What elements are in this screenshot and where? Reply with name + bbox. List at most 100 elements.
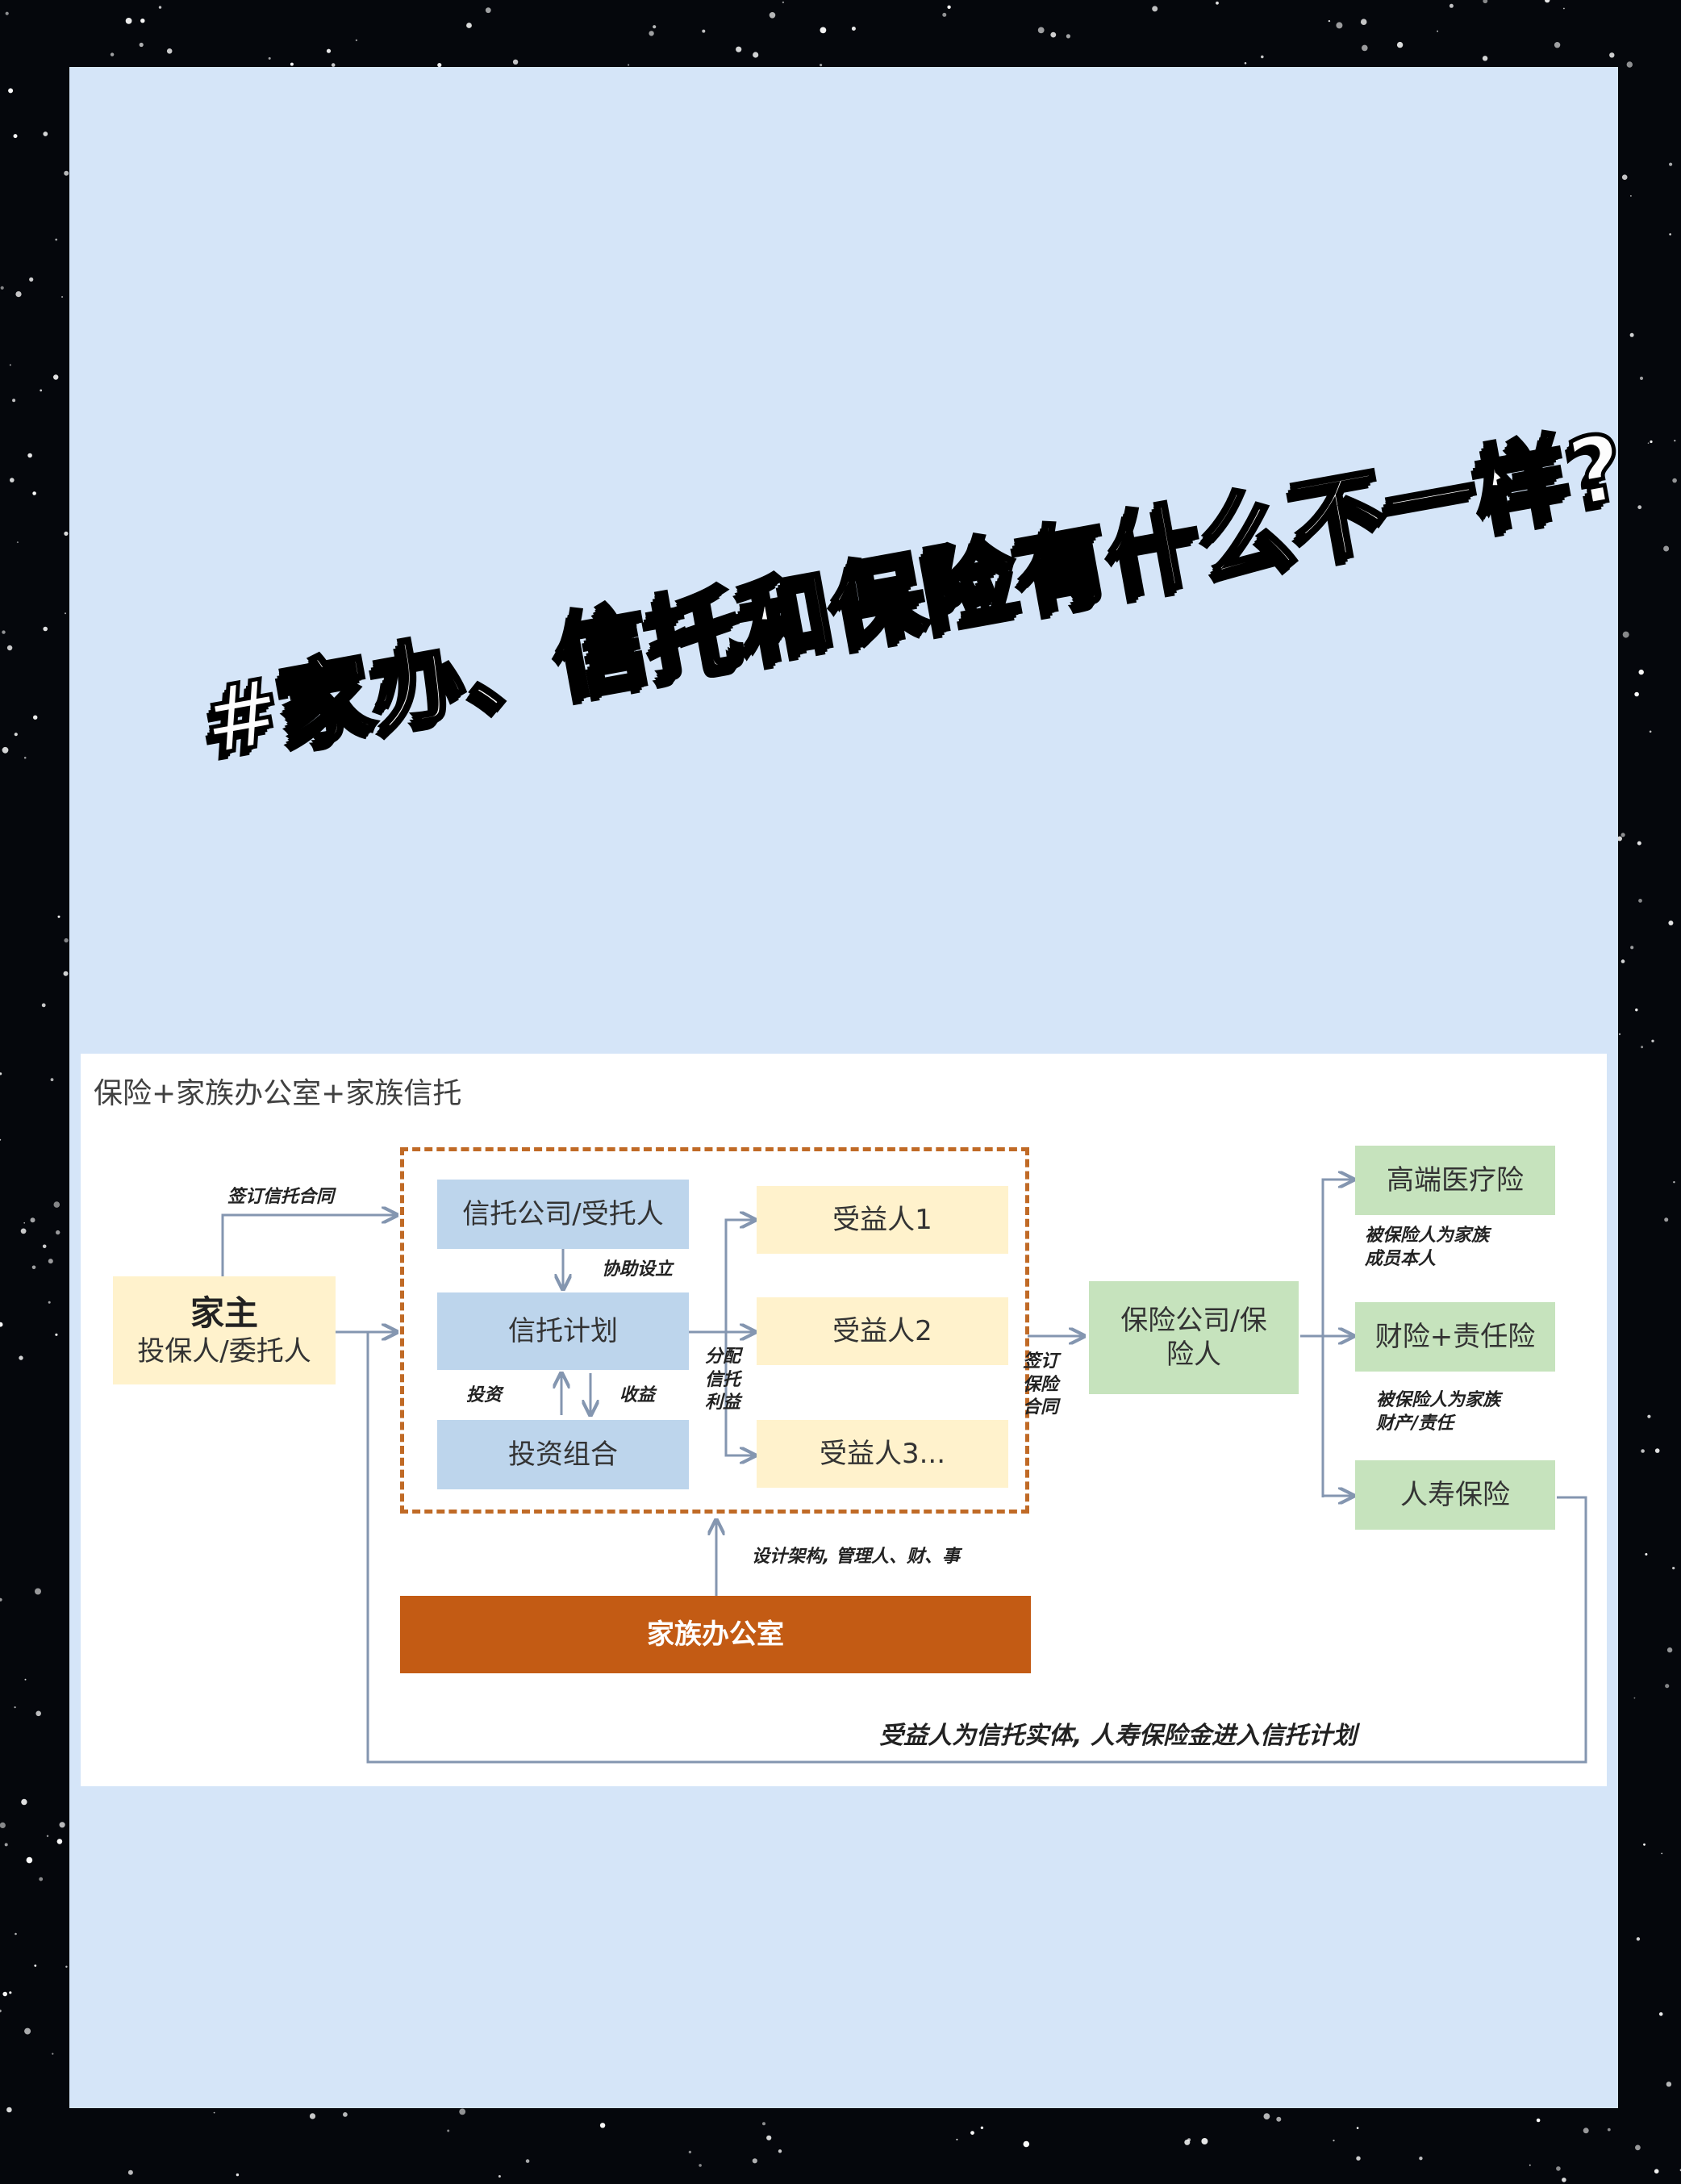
star-speck xyxy=(1649,730,1652,733)
star-speck xyxy=(268,56,271,60)
star-speck xyxy=(46,1835,49,1837)
star-speck xyxy=(21,1798,27,1806)
star-speck xyxy=(1618,1033,1621,1035)
star-speck xyxy=(0,1072,2,1075)
star-speck xyxy=(1666,2082,1672,2087)
star-speck xyxy=(52,2052,54,2055)
star-speck xyxy=(1583,2128,1589,2134)
star-speck xyxy=(1626,61,1633,68)
note-design: 设计架构, 管理人、财、事 xyxy=(752,1547,961,1567)
family-office-box: 家族办公室 xyxy=(400,1596,1031,1673)
star-speck xyxy=(1629,332,1634,337)
star-speck xyxy=(1529,2164,1531,2166)
star-speck xyxy=(32,491,36,495)
star-speck xyxy=(1362,44,1368,52)
star-speck xyxy=(213,2111,215,2114)
beneficiary-2-box: 受益人2 xyxy=(757,1297,1008,1365)
star-speck xyxy=(19,1355,23,1360)
star-speck xyxy=(65,612,66,615)
star-speck xyxy=(31,1265,36,1270)
star-speck xyxy=(512,59,519,65)
star-speck xyxy=(23,1222,26,1224)
star-speck xyxy=(599,2123,606,2128)
star-speck xyxy=(6,2107,12,2113)
star-speck xyxy=(1545,0,1550,3)
star-speck xyxy=(39,1877,44,1881)
arrow-owner-to-trust-company xyxy=(221,1215,397,1276)
note-insured-family-line-2: 成员本人 xyxy=(1365,1248,1437,1269)
star-speck xyxy=(525,2159,530,2163)
star-speck xyxy=(64,170,69,176)
star-speck xyxy=(702,29,706,33)
star-speck xyxy=(1630,946,1634,950)
note-bottom: 受益人为信托实体, 人寿保险金进入信托计划 xyxy=(879,1722,1357,1750)
star-speck xyxy=(778,2149,782,2153)
star-speck xyxy=(50,1078,54,1082)
star-speck xyxy=(752,2158,757,2164)
star-speck xyxy=(1636,1937,1641,1941)
star-speck xyxy=(1356,2156,1361,2161)
star-speck xyxy=(9,364,11,366)
star-speck xyxy=(485,7,491,14)
star-speck xyxy=(23,756,27,759)
note-distribute: 分配 信托 利益 xyxy=(705,1346,740,1415)
star-speck xyxy=(1201,2138,1208,2144)
star-speck xyxy=(1419,2157,1423,2161)
star-speck xyxy=(1263,2113,1270,2120)
star-speck xyxy=(736,46,742,52)
star-speck xyxy=(1276,2116,1282,2122)
star-speck xyxy=(326,48,332,53)
connectors xyxy=(221,1054,1587,1764)
star-speck xyxy=(1633,1697,1636,1699)
owner-subtitle: 投保人/委托人 xyxy=(137,1335,311,1368)
owner-box: 家主 投保人/委托人 xyxy=(113,1276,336,1384)
note-income: 收益 xyxy=(619,1385,656,1405)
star-speck xyxy=(16,541,19,544)
note-sign-insurance: 签订 保险 合同 xyxy=(1023,1351,1058,1420)
note-insured-family: 被保险人为家族 成员本人 xyxy=(1365,1225,1489,1271)
star-speck xyxy=(290,62,294,66)
star-speck xyxy=(0,1597,2,1601)
star-speck xyxy=(1638,899,1642,903)
star-speck xyxy=(970,2131,974,2136)
owner-title: 家主 xyxy=(190,1292,258,1333)
star-speck xyxy=(466,23,472,28)
beneficiary-3-box: 受益人3... xyxy=(757,1420,1008,1488)
star-speck xyxy=(56,1230,60,1235)
star-speck xyxy=(1536,2118,1541,2123)
star-speck xyxy=(753,52,759,58)
star-speck xyxy=(0,286,4,290)
star-speck xyxy=(1668,921,1674,925)
star-speck xyxy=(1482,56,1488,61)
star-speck xyxy=(1674,440,1676,442)
star-speck xyxy=(1621,833,1625,837)
star-speck xyxy=(1672,478,1677,483)
star-speck xyxy=(27,453,32,458)
star-speck xyxy=(1635,1008,1638,1012)
star-speck xyxy=(1261,55,1264,59)
star-speck xyxy=(30,1217,35,1223)
star-speck xyxy=(1187,2138,1191,2142)
beneficiary-1-box: 受益人1 xyxy=(757,1186,1008,1254)
star-speck xyxy=(48,1301,51,1304)
star-speck xyxy=(437,63,442,68)
diagram: 保险+家族办公室+家族信托 家主 投保人/委 xyxy=(81,1054,1607,1786)
star-speck xyxy=(1650,440,1653,444)
star-speck xyxy=(140,19,145,23)
star-speck xyxy=(0,2009,2,2013)
star-speck xyxy=(1673,1181,1675,1184)
star-speck xyxy=(1437,30,1438,32)
star-speck xyxy=(1630,195,1632,197)
note-distribute-line-1: 分配 xyxy=(705,1347,741,1367)
star-speck xyxy=(6,645,13,651)
star-speck xyxy=(769,11,776,19)
star-speck xyxy=(1635,2144,1641,2151)
star-speck xyxy=(41,1003,46,1008)
star-speck xyxy=(166,48,173,54)
star-speck xyxy=(343,2112,348,2117)
star-speck xyxy=(1654,1448,1660,1453)
star-speck xyxy=(40,389,43,392)
star-speck xyxy=(1637,841,1641,846)
note-sign-insurance-line-3: 合同 xyxy=(1023,1397,1059,1418)
